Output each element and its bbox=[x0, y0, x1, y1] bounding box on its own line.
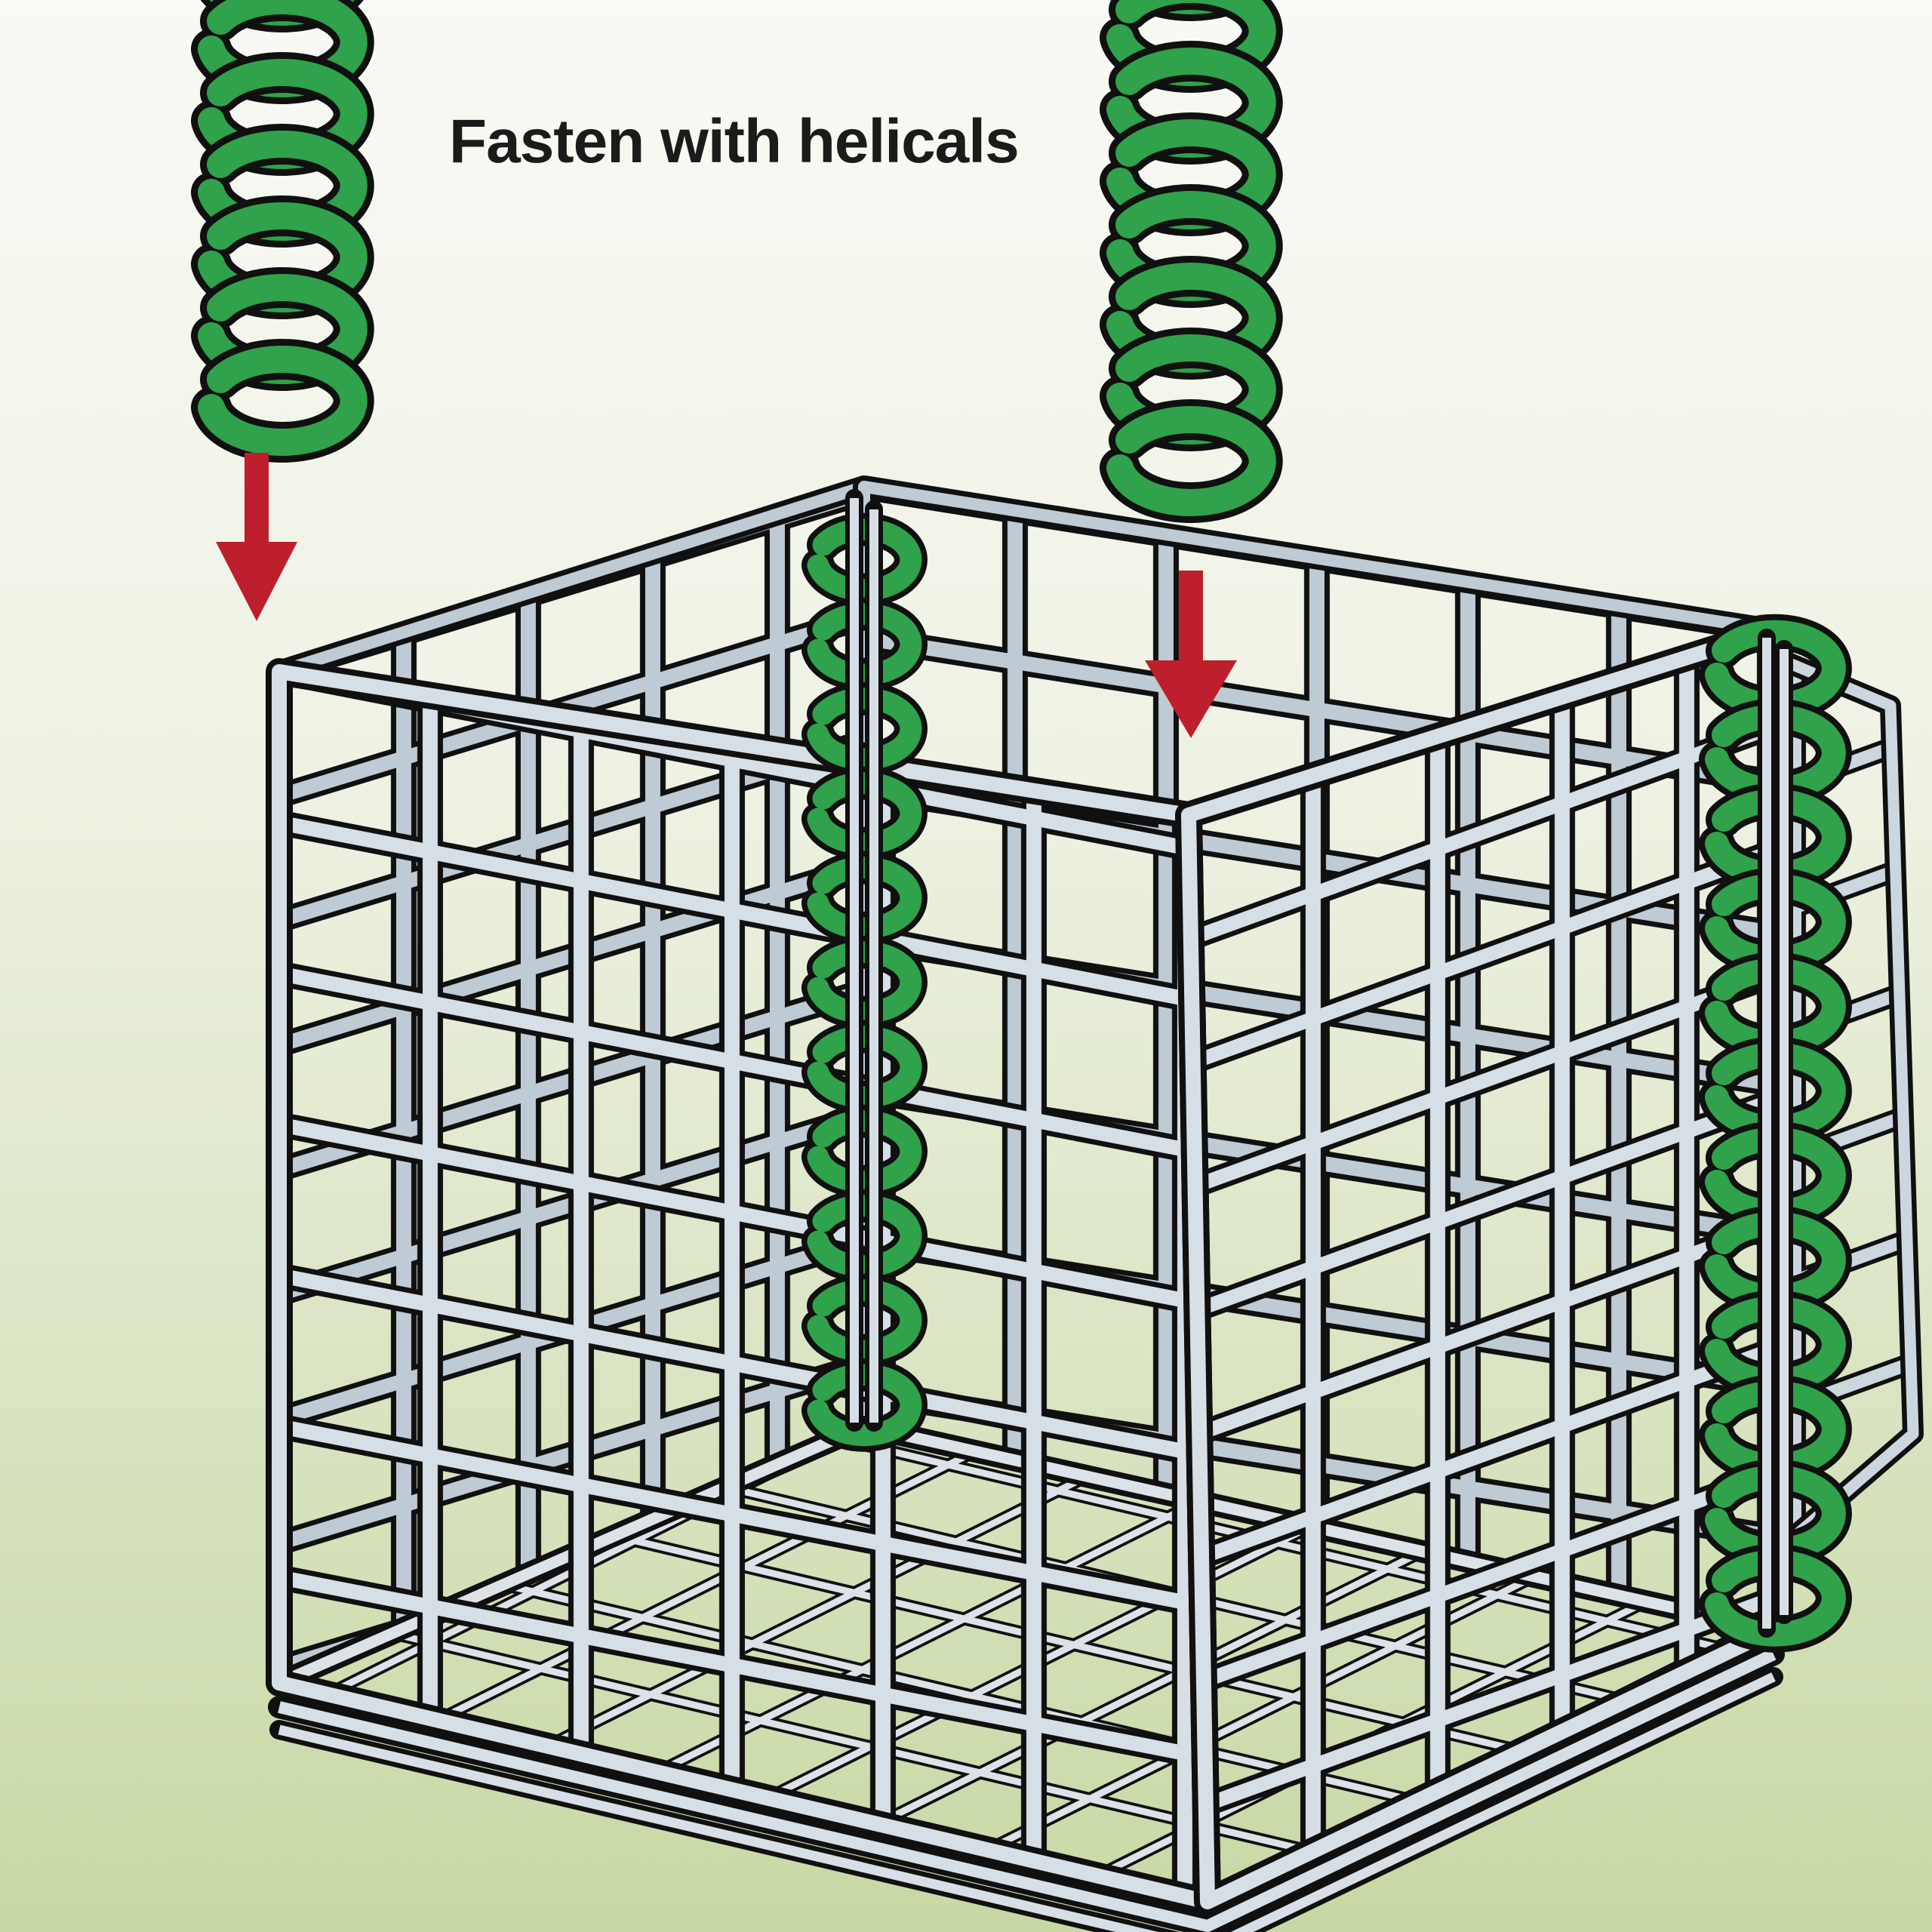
right-corner-edge-wires bbox=[1758, 629, 1793, 1638]
basket-base-rails bbox=[268, 1643, 1785, 1932]
wire-basket bbox=[266, 475, 1924, 1932]
down-arrow-left bbox=[216, 453, 297, 621]
down-arrow-back bbox=[1145, 571, 1237, 738]
middle-corner-edge-wires bbox=[845, 489, 883, 1432]
hanging-helical-left bbox=[211, 0, 354, 442]
basket-face-front-left bbox=[266, 658, 1221, 1915]
caption-text: Fasten with helicals bbox=[449, 107, 1019, 176]
